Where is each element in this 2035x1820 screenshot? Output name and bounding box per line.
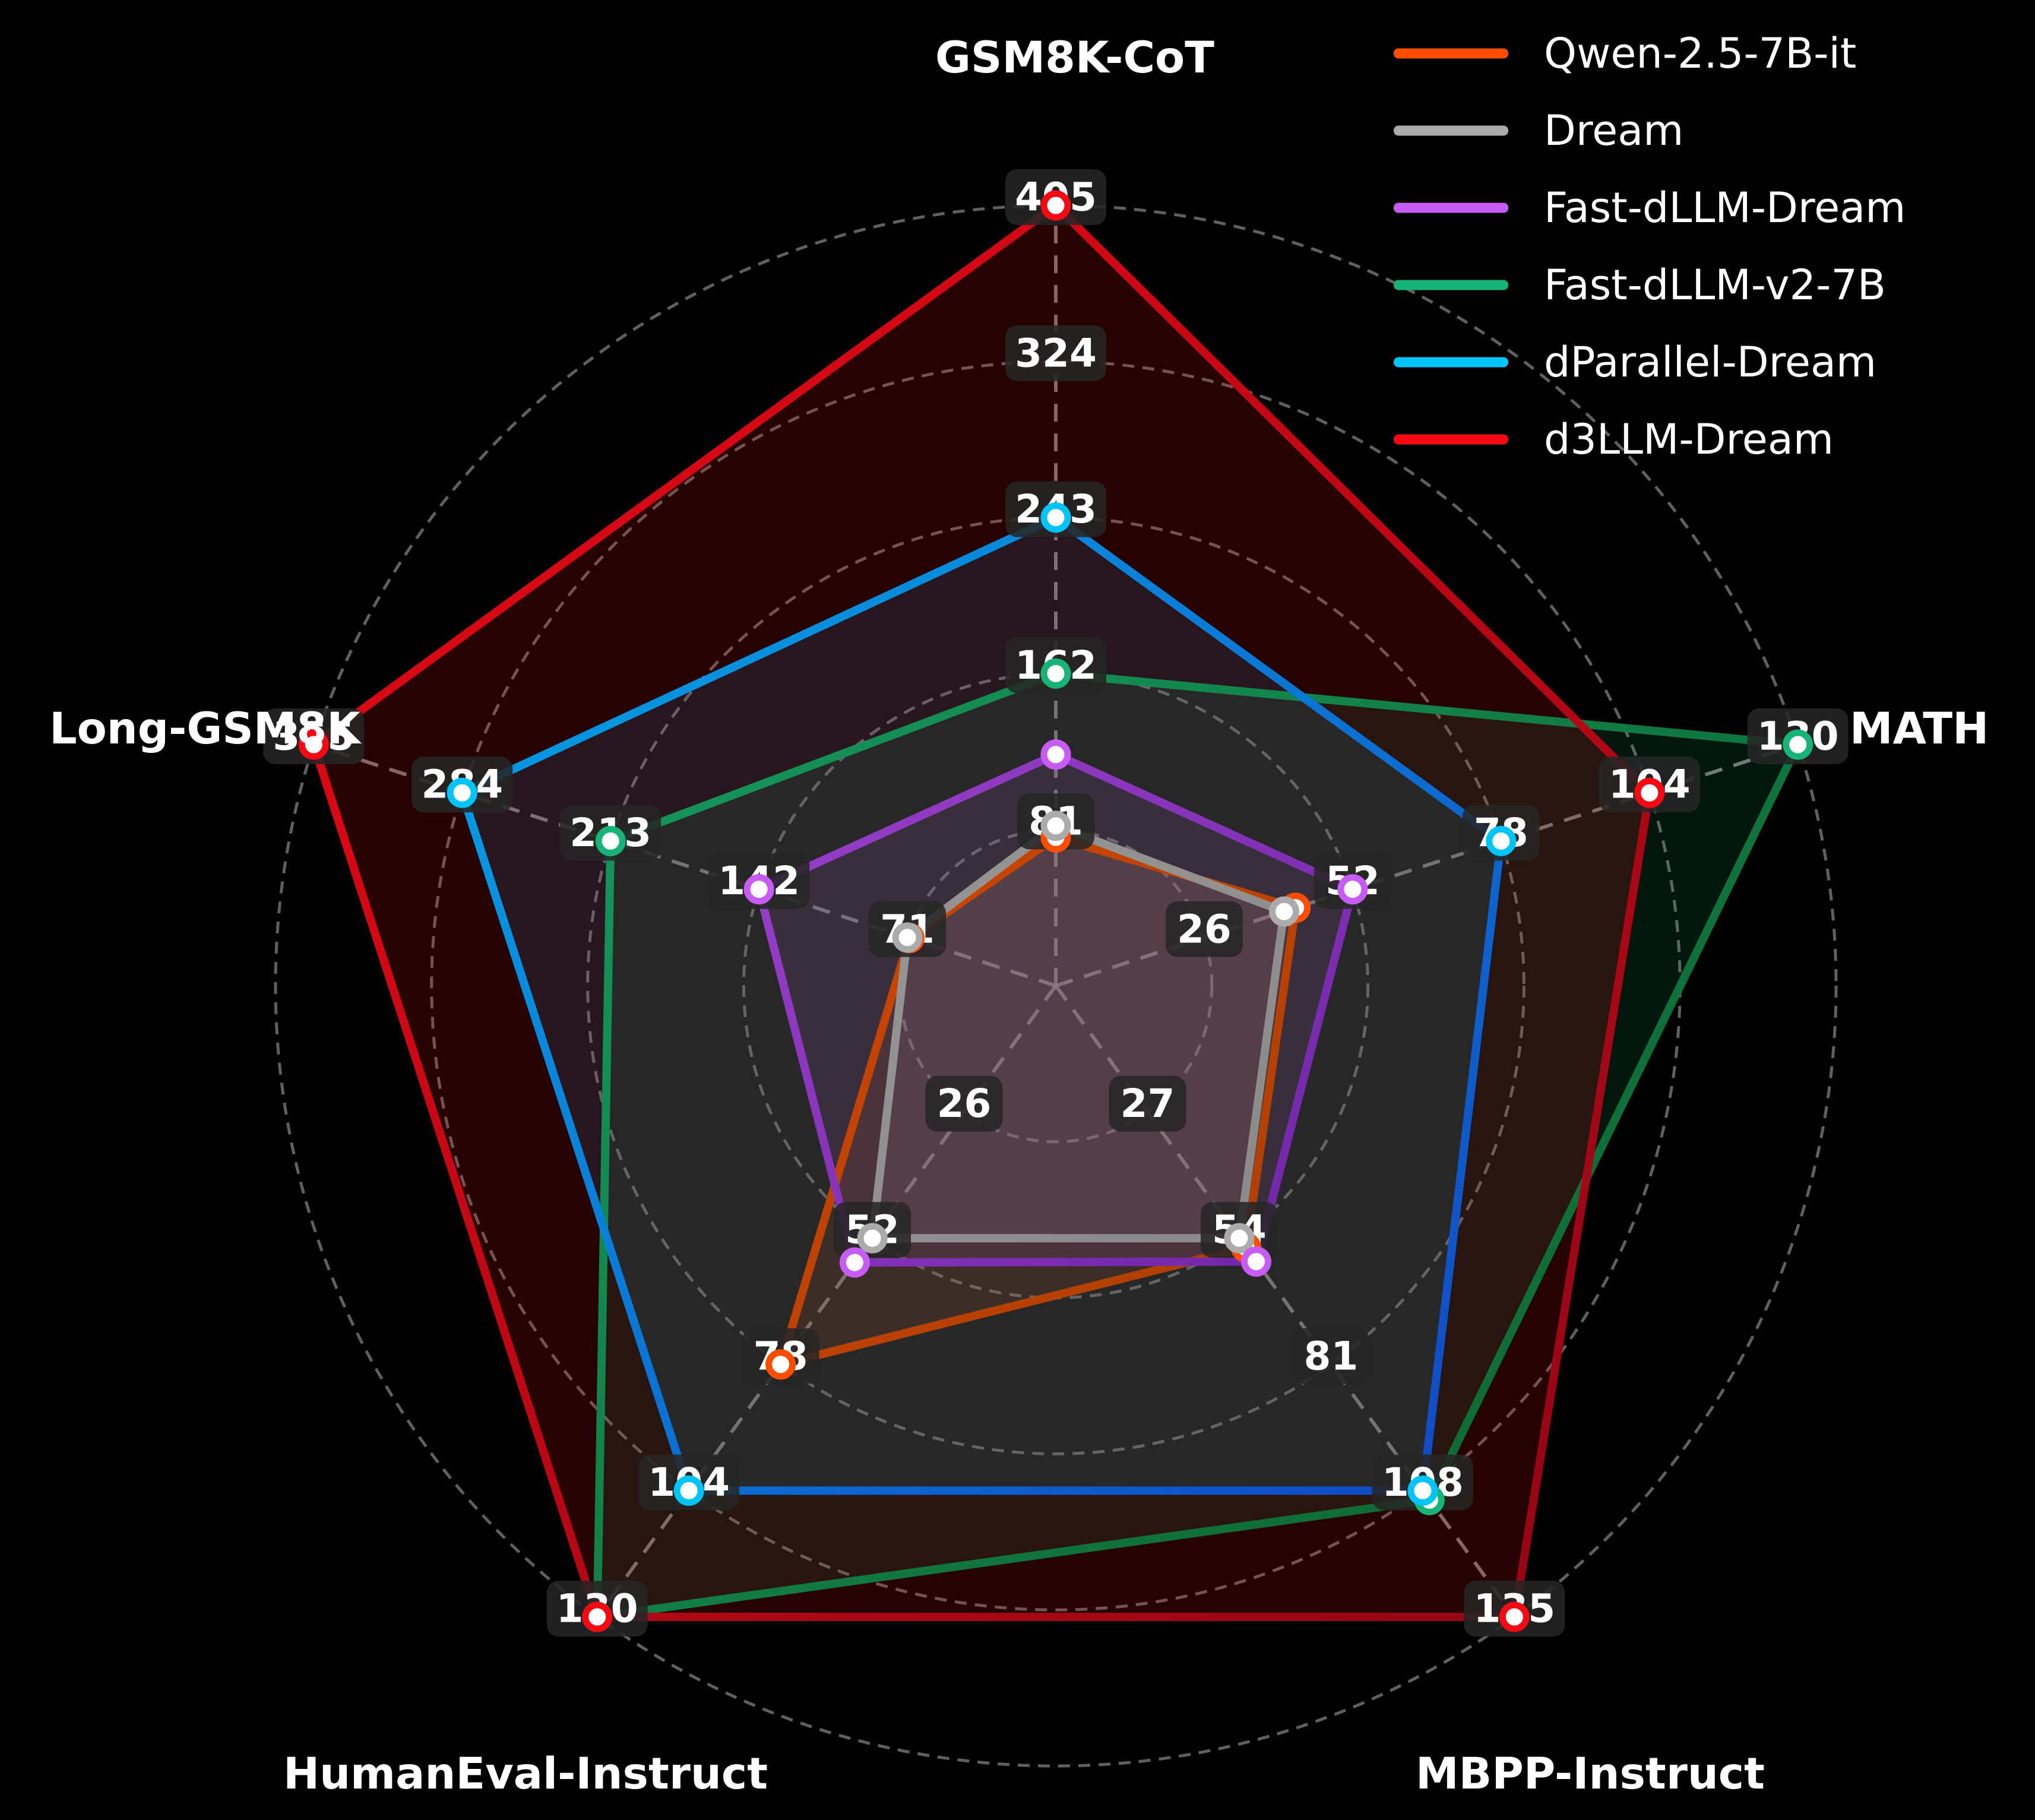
data-point-dream-humaneval-instruct [857, 1223, 888, 1254]
axis-title-long-gsm8k: Long-GSM8K [49, 704, 362, 754]
tick-label: 324 [1005, 325, 1106, 381]
data-point-qwen-2-5-7b-it-humaneval-instruct [765, 1349, 796, 1380]
data-point-fast-dllm-dream-math [1337, 874, 1368, 905]
svg-text:81: 81 [1303, 1333, 1358, 1379]
data-point-fast-dllm-dream-long-gsm8k [743, 874, 774, 905]
axis-title-mbpp-instruct: MBPP-Instruct [1416, 1749, 1765, 1799]
legend-swatch [1394, 280, 1508, 290]
series-line-dparallel-dream [458, 513, 1505, 1495]
legend-label: Qwen-2.5-7B-it [1544, 29, 1856, 78]
data-point-dparallel-dream-humaneval-instruct [673, 1475, 704, 1506]
data-point-d3llm-dream-mbpp-instruct [1499, 1601, 1530, 1632]
legend-label: Dream [1544, 106, 1683, 155]
svg-text:26: 26 [937, 1081, 992, 1126]
data-point-fast-dllm-dream-gsm8k-cot [1040, 739, 1071, 770]
series-line-fast-dllm-v2-7b [593, 669, 1802, 1621]
legend-swatch [1394, 48, 1508, 59]
data-point-dream-mbpp-instruct [1224, 1223, 1255, 1254]
legend-item-dparallel-dream: dParallel-Dream [1394, 338, 1876, 387]
data-point-dparallel-dream-mbpp-instruct [1407, 1475, 1438, 1506]
data-point-dparallel-dream-gsm8k-cot [1040, 502, 1071, 533]
data-point-dream-long-gsm8k [892, 922, 923, 953]
data-point-dream-gsm8k-cot [1040, 811, 1071, 841]
legend-item-d3llm-dream: d3LLM-Dream [1394, 415, 1834, 464]
axis-title-gsm8k-cot: GSM8K-CoT [935, 33, 1214, 83]
legend-label: Fast-dLLM-v2-7B [1544, 261, 1886, 309]
data-point-fast-dllm-dream-mbpp-instruct [1241, 1246, 1271, 1277]
svg-text:27: 27 [1121, 1081, 1175, 1126]
legend-swatch [1394, 202, 1508, 213]
legend-label: d3LLM-Dream [1544, 415, 1834, 464]
data-point-d3llm-dream-math [1634, 777, 1665, 808]
svg-text:26: 26 [1177, 906, 1232, 952]
legend-label: dParallel-Dream [1544, 338, 1876, 387]
data-point-d3llm-dream-long-gsm8k [298, 729, 329, 760]
series-fill-d3llm-dream [314, 205, 1650, 1617]
data-point-fast-dllm-v2-7b-math [1783, 729, 1814, 760]
svg-text:324: 324 [1015, 330, 1097, 376]
legend-swatch [1394, 434, 1508, 445]
axis-title-humaneval-instruct: HumanEval-Instruct [283, 1749, 768, 1799]
data-point-fast-dllm-v2-7b-long-gsm8k [595, 825, 626, 856]
tick-label: 26 [1165, 901, 1243, 957]
legend-swatch [1394, 357, 1508, 368]
tick-label: 27 [1109, 1075, 1186, 1132]
legend-item-dream: Dream [1394, 106, 1683, 155]
data-point-dparallel-dream-long-gsm8k [447, 777, 477, 808]
legend-item-fast-dllm-dream: Fast-dLLM-Dream [1394, 183, 1906, 232]
data-point-d3llm-dream-humaneval-instruct [582, 1601, 613, 1632]
tick-label: 81 [1292, 1328, 1370, 1384]
data-point-dream-math [1269, 896, 1299, 927]
series-line-d3llm-dream [309, 201, 1654, 1621]
legend-swatch [1394, 125, 1508, 136]
tick-label: 26 [925, 1075, 1003, 1132]
data-point-dparallel-dream-math [1486, 825, 1517, 856]
data-point-fast-dllm-v2-7b-gsm8k-cot [1040, 658, 1071, 689]
data-point-fast-dllm-dream-humaneval-instruct [839, 1247, 870, 1278]
data-point-d3llm-dream-gsm8k-cot [1040, 190, 1071, 221]
legend-item-qwen-2-5-7b-it: Qwen-2.5-7B-it [1394, 29, 1856, 78]
axis-title-math: MATH [1850, 704, 1989, 754]
legend-item-fast-dllm-v2-7b: Fast-dLLM-v2-7B [1394, 261, 1886, 309]
legend-label: Fast-dLLM-Dream [1544, 183, 1906, 232]
